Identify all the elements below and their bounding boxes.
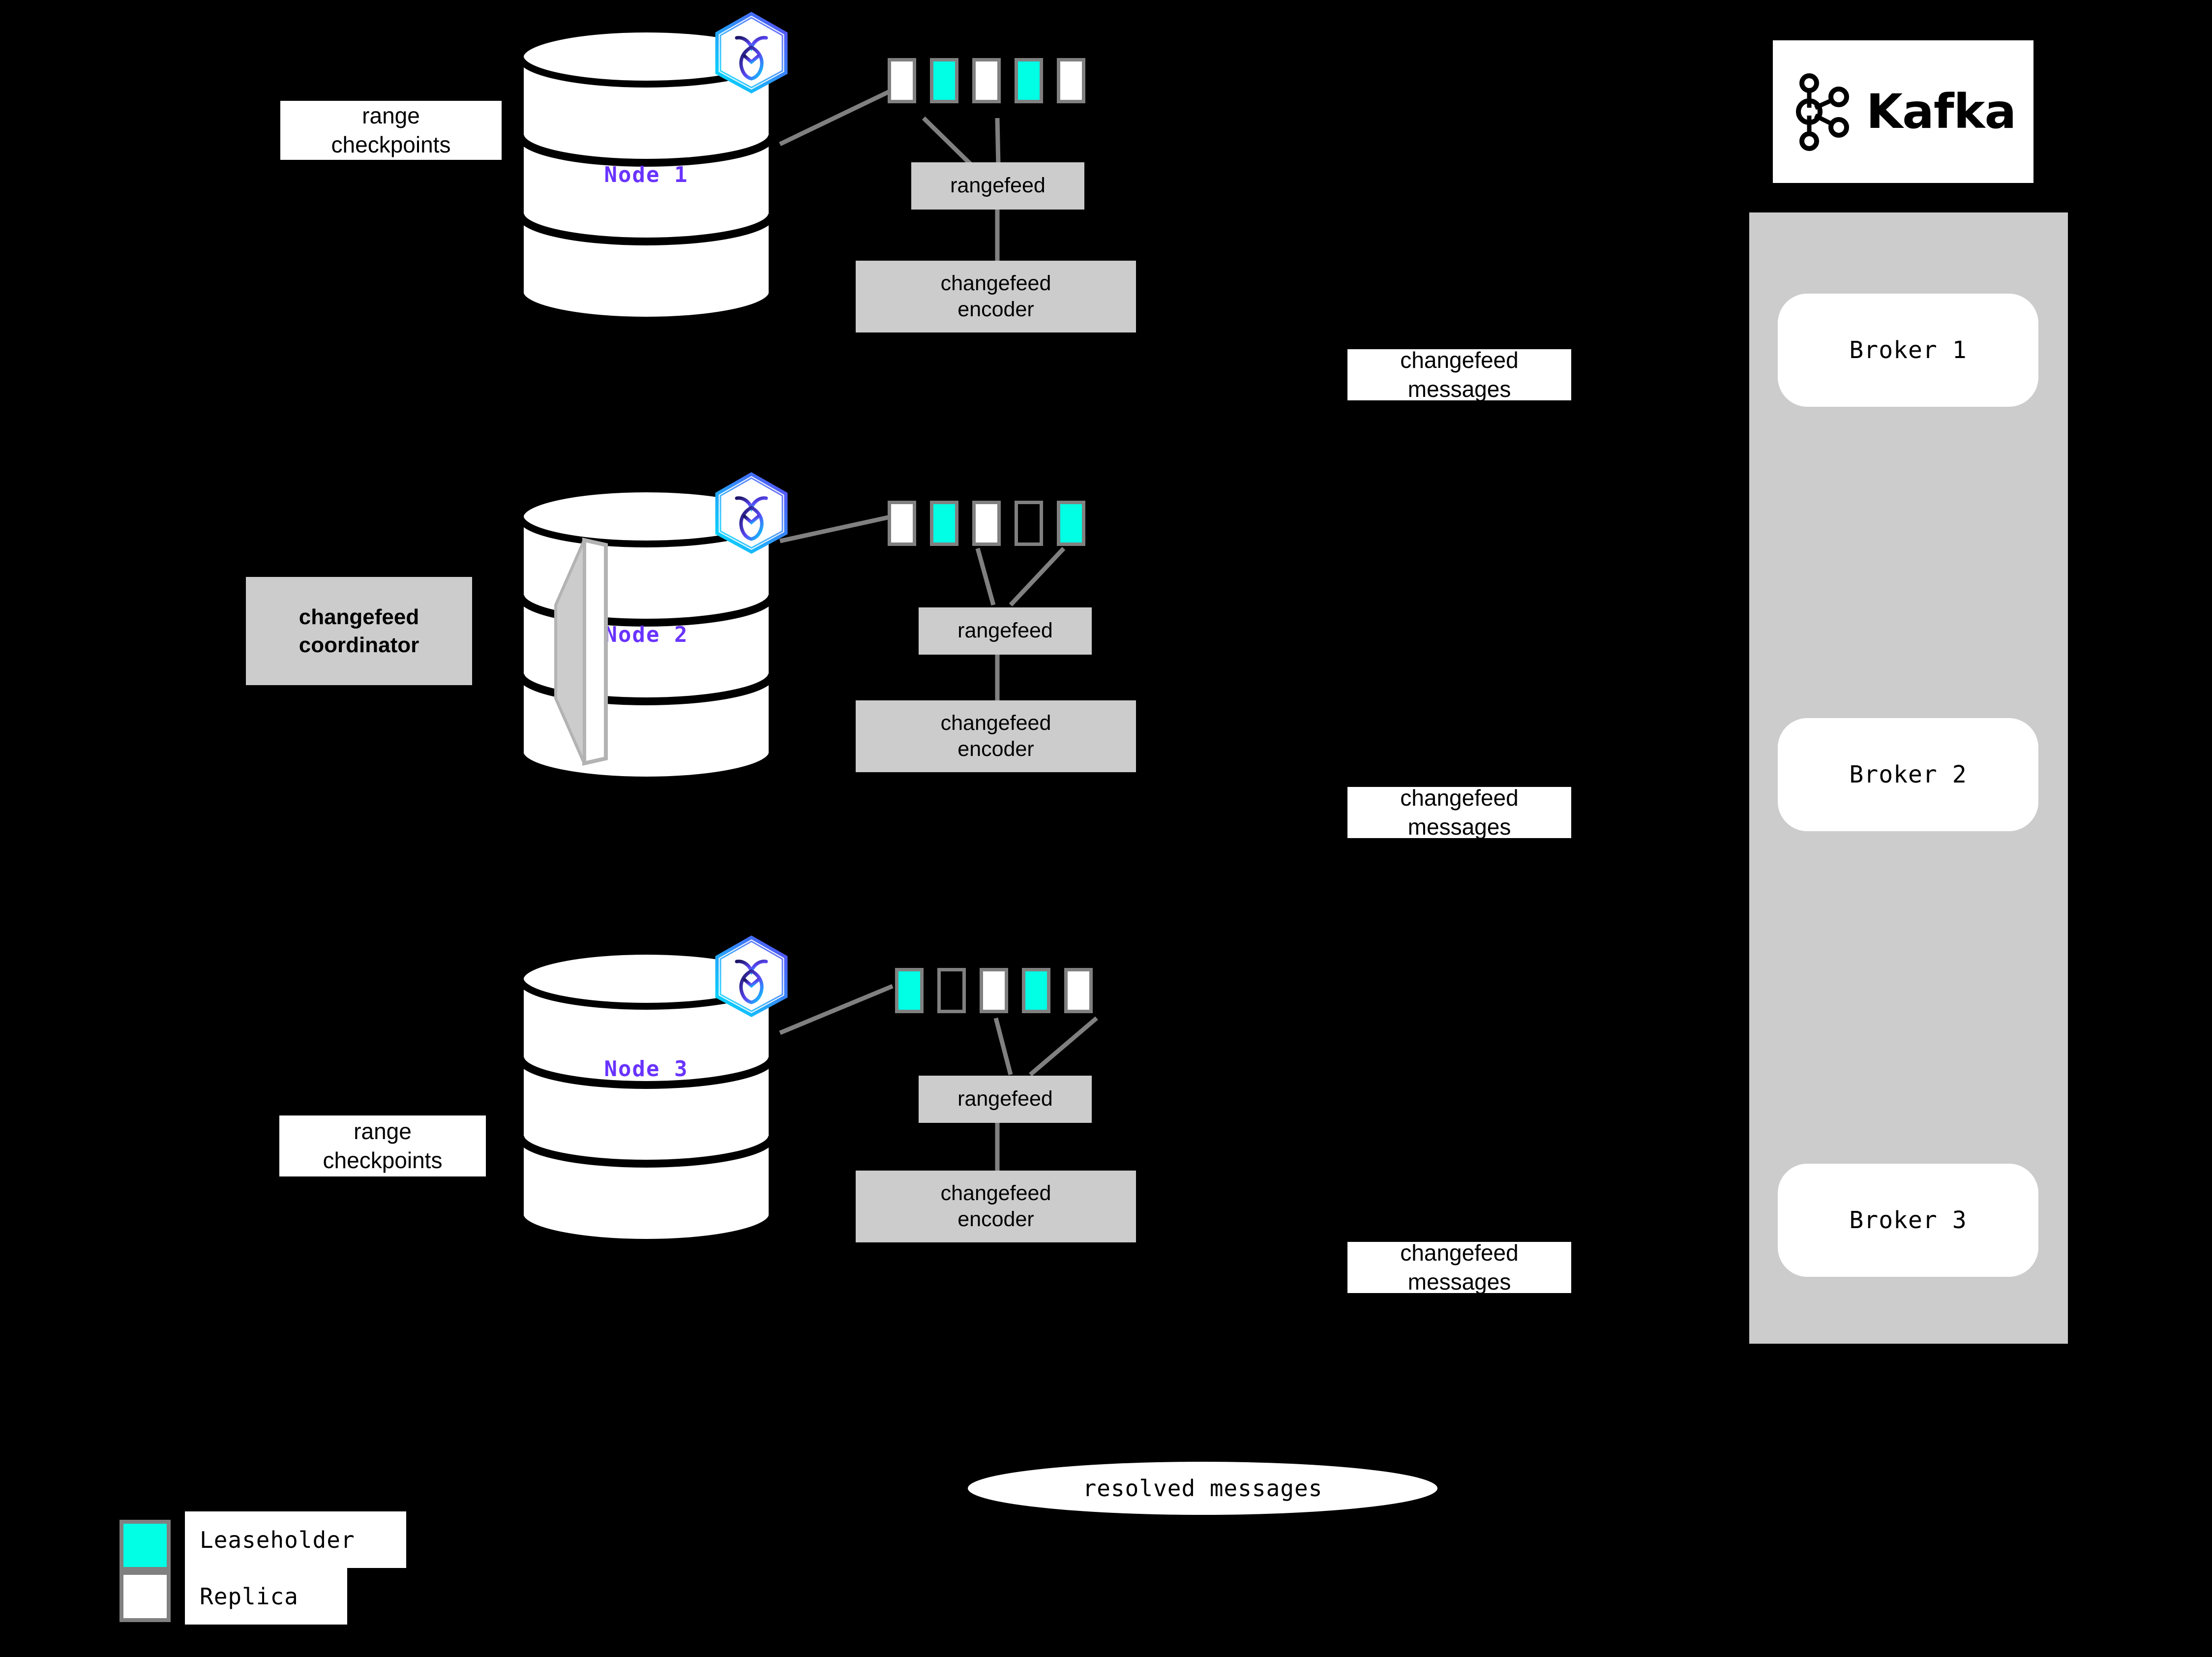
range-boxes-node-2 [888,501,1085,546]
rangefeed-box-node-1[interactable]: rangefeed [911,162,1084,210]
range-box[interactable] [972,501,1001,546]
range-box[interactable] [1057,58,1085,103]
range-checkpoints-label-node-3: range checkpoints [279,1115,486,1176]
legend-swatch-replica [120,1571,171,1622]
legend-swatch-leaseholder [120,1520,171,1571]
changefeed-encoder-box-node-3[interactable]: changefeed encoder [856,1171,1136,1242]
range-box[interactable] [1015,58,1043,103]
changefeed-messages-label-1: changefeed messages [1347,347,1571,402]
range-checkpoints-label-node-1: range checkpoints [280,101,502,160]
broker-box-2[interactable]: Broker 2 [1778,718,2038,831]
range-boxes-node-1 [888,58,1085,103]
kafka-logo-icon [1791,72,1855,151]
range-box[interactable] [895,968,924,1013]
kafka-wordmark: Kafka [1866,84,2017,139]
changefeed-messages-label-2: changefeed messages [1347,785,1571,840]
cockroachdb-logo-icon [712,11,791,94]
kafka-logo-card: Kafka [1773,40,2033,183]
range-box[interactable] [930,501,958,546]
node-cylinder-1: Node 1 [516,26,776,324]
range-box[interactable] [1015,501,1043,546]
rangefeed-box-node-3[interactable]: rangefeed [919,1076,1092,1123]
changefeed-encoder-box-node-2[interactable]: changefeed encoder [856,700,1136,772]
range-checkpoints-text: range checkpoints [323,1118,443,1173]
broker-box-3[interactable]: Broker 3 [1778,1164,2038,1277]
range-box[interactable] [888,501,916,546]
rangefeed-box-node-2[interactable]: rangefeed [919,607,1092,655]
node-label: Node 2 [604,622,688,647]
changefeed-coordinator-box[interactable]: changefeed coordinator [246,577,472,685]
node-label: Node 3 [604,1056,688,1082]
range-box[interactable] [972,58,1001,103]
range-box[interactable] [1064,968,1093,1013]
node-cylinder-3: Node 3 [516,948,776,1246]
legend-label-replica: Replica [185,1568,347,1625]
changefeed-messages-text: changefeed messages [1400,785,1519,840]
coordinator-pointer-shape [472,536,610,767]
legend-label-leaseholder: Leaseholder [185,1511,406,1568]
node-label: Node 1 [604,162,688,187]
changefeed-messages-text: changefeed messages [1400,347,1519,402]
changefeed-encoder-box-node-1[interactable]: changefeed encoder [856,261,1136,332]
cockroachdb-logo-icon [712,471,791,555]
range-box[interactable] [930,58,958,103]
resolved-messages-pill[interactable]: resolved messages [968,1462,1437,1515]
broker-box-1[interactable]: Broker 1 [1778,294,2038,407]
range-box[interactable] [888,58,916,103]
changefeed-messages-label-3: changefeed messages [1347,1240,1571,1295]
changefeed-messages-text: changefeed messages [1400,1240,1519,1295]
range-checkpoints-text: range checkpoints [331,103,451,157]
range-box[interactable] [1057,501,1085,546]
range-box[interactable] [937,968,966,1013]
cockroachdb-logo-icon [712,934,791,1018]
range-box[interactable] [1022,968,1050,1013]
range-boxes-node-3 [895,968,1093,1013]
range-box[interactable] [980,968,1008,1013]
